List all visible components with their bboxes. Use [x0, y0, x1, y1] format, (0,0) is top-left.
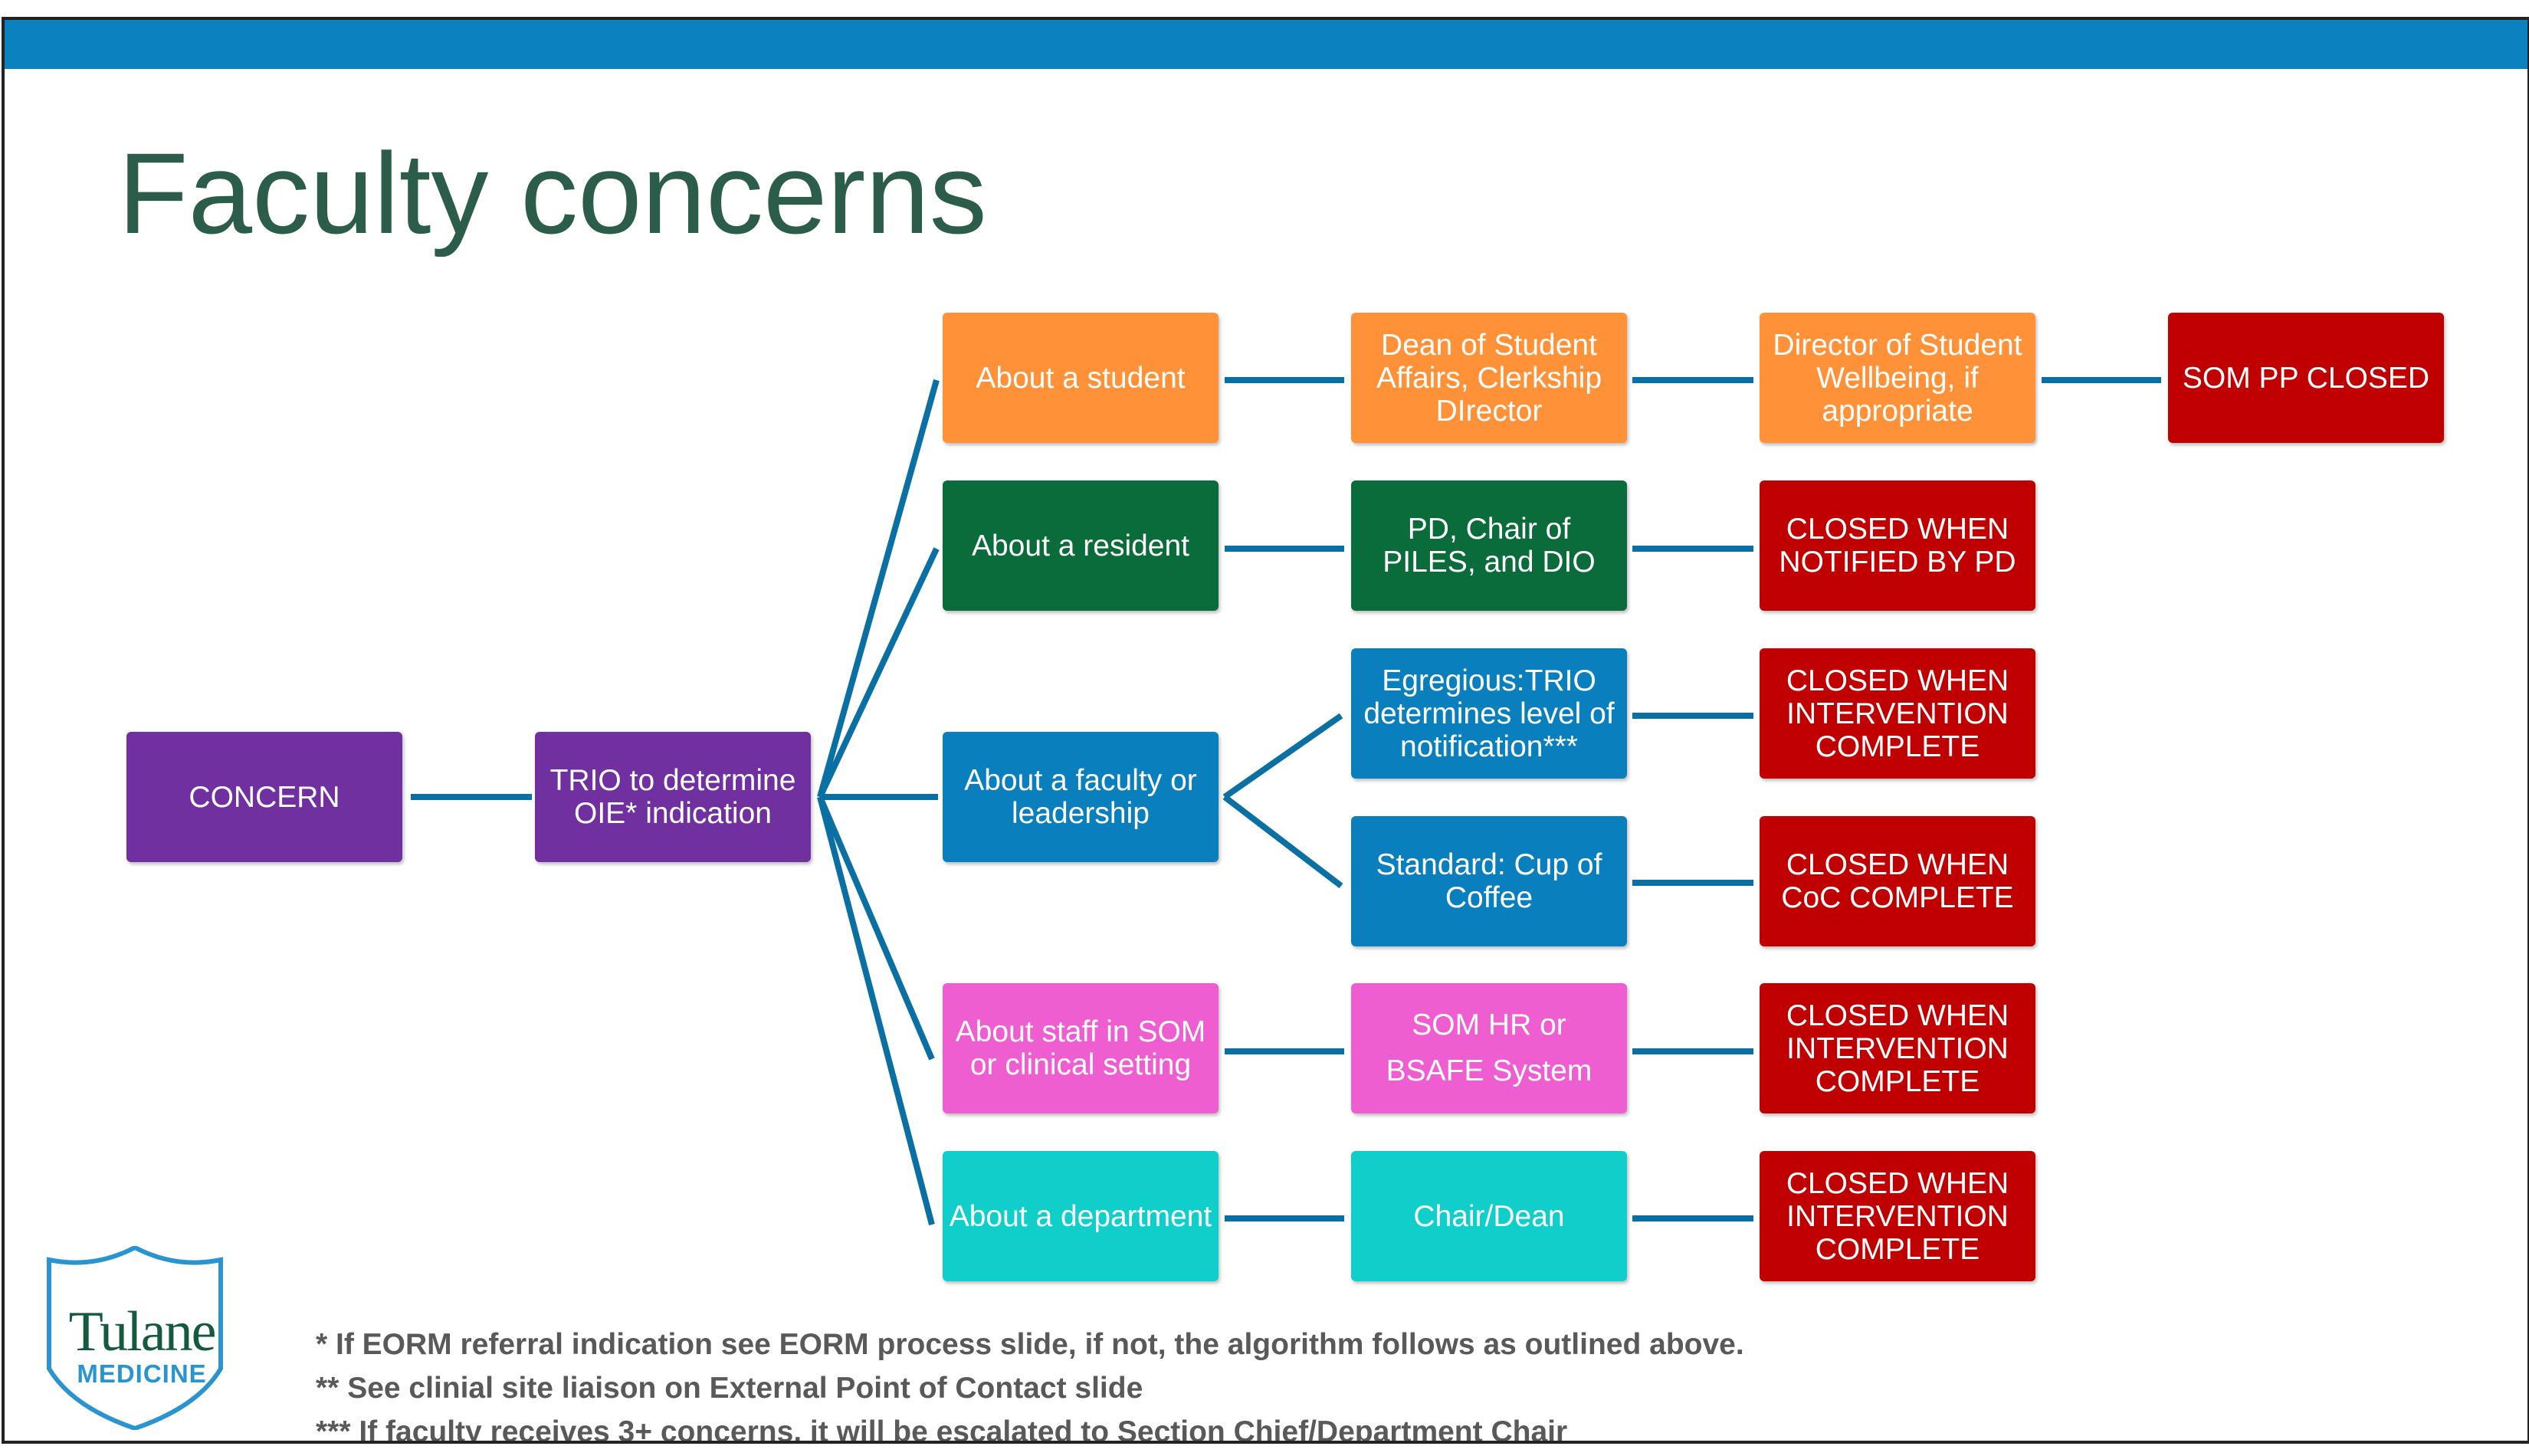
tulane-medicine-logo: Tulane MEDICINE	[44, 1244, 236, 1431]
node-pd-chair-piles-dio: PD, Chair of PILES, and DIO	[1351, 480, 1627, 611]
node-som-hr-bsafe: SOM HR or BSAFE System	[1351, 983, 1627, 1113]
node-closed-intervention-complete: CLOSED WHEN INTERVENTION COMPLETE	[1760, 1151, 2035, 1281]
node-closed-intervention-complete: CLOSED WHEN INTERVENTION COMPLETE	[1760, 983, 2035, 1113]
connector-trio-resident	[817, 547, 940, 799]
footnote: ** See clinial site liaison on External …	[316, 1372, 1143, 1405]
node-concern: CONCERN	[126, 732, 402, 862]
node-about-department: About a department	[943, 1151, 1219, 1281]
logo-wordmark: Tulane	[68, 1300, 217, 1363]
node-about-faculty: About a faculty or leadership	[943, 732, 1219, 862]
connector-faculty-egregious	[1222, 713, 1343, 800]
node-egregious: Egregious:TRIO determines level of notif…	[1351, 648, 1627, 779]
connector-faculty-standard	[1222, 794, 1343, 889]
footnotes: * If EORM referral indication see EORM p…	[316, 1323, 1744, 1444]
node-som-pp-closed: SOM PP CLOSED	[2168, 313, 2444, 443]
node-about-student: About a student	[943, 313, 1219, 443]
connector-trio-student	[817, 379, 940, 799]
footnote: * If EORM referral indication see EORM p…	[316, 1328, 1744, 1361]
node-director-student-wellbeing: Director of Student Wellbeing, if approp…	[1760, 313, 2035, 443]
connector-lines	[411, 377, 2161, 1226]
slide: Faculty concerns	[2, 17, 2529, 1444]
footnote: *** If faculty receives 3+ concerns, it …	[316, 1415, 1568, 1444]
node-dean-student-affairs: Dean of Student Affairs, Clerkship DIrec…	[1351, 313, 1627, 443]
connector-trio-department	[817, 795, 935, 1226]
node-closed-intervention-complete: CLOSED WHEN INTERVENTION COMPLETE	[1760, 648, 2035, 779]
node-trio-oie: TRIO to determine OIE* indication	[535, 732, 811, 862]
node-chair-dean: Chair/Dean	[1351, 1151, 1627, 1281]
shield-icon	[47, 1244, 223, 1431]
top-accent-bar	[5, 20, 2527, 69]
node-closed-notified-by-pd: CLOSED WHEN NOTIFIED BY PD	[1760, 480, 2035, 611]
node-about-staff: About staff in SOM or clinical setting	[943, 983, 1219, 1113]
connector-trio-staff	[817, 795, 935, 1061]
logo-subtitle: MEDICINE	[77, 1359, 207, 1388]
slide-title: Faculty concerns	[118, 129, 987, 257]
node-standard-cup-of-coffee: Standard: Cup of Coffee	[1351, 816, 1627, 946]
node-closed-coc-complete: CLOSED WHEN CoC COMPLETE	[1760, 816, 2035, 946]
node-about-resident: About a resident	[943, 480, 1219, 611]
